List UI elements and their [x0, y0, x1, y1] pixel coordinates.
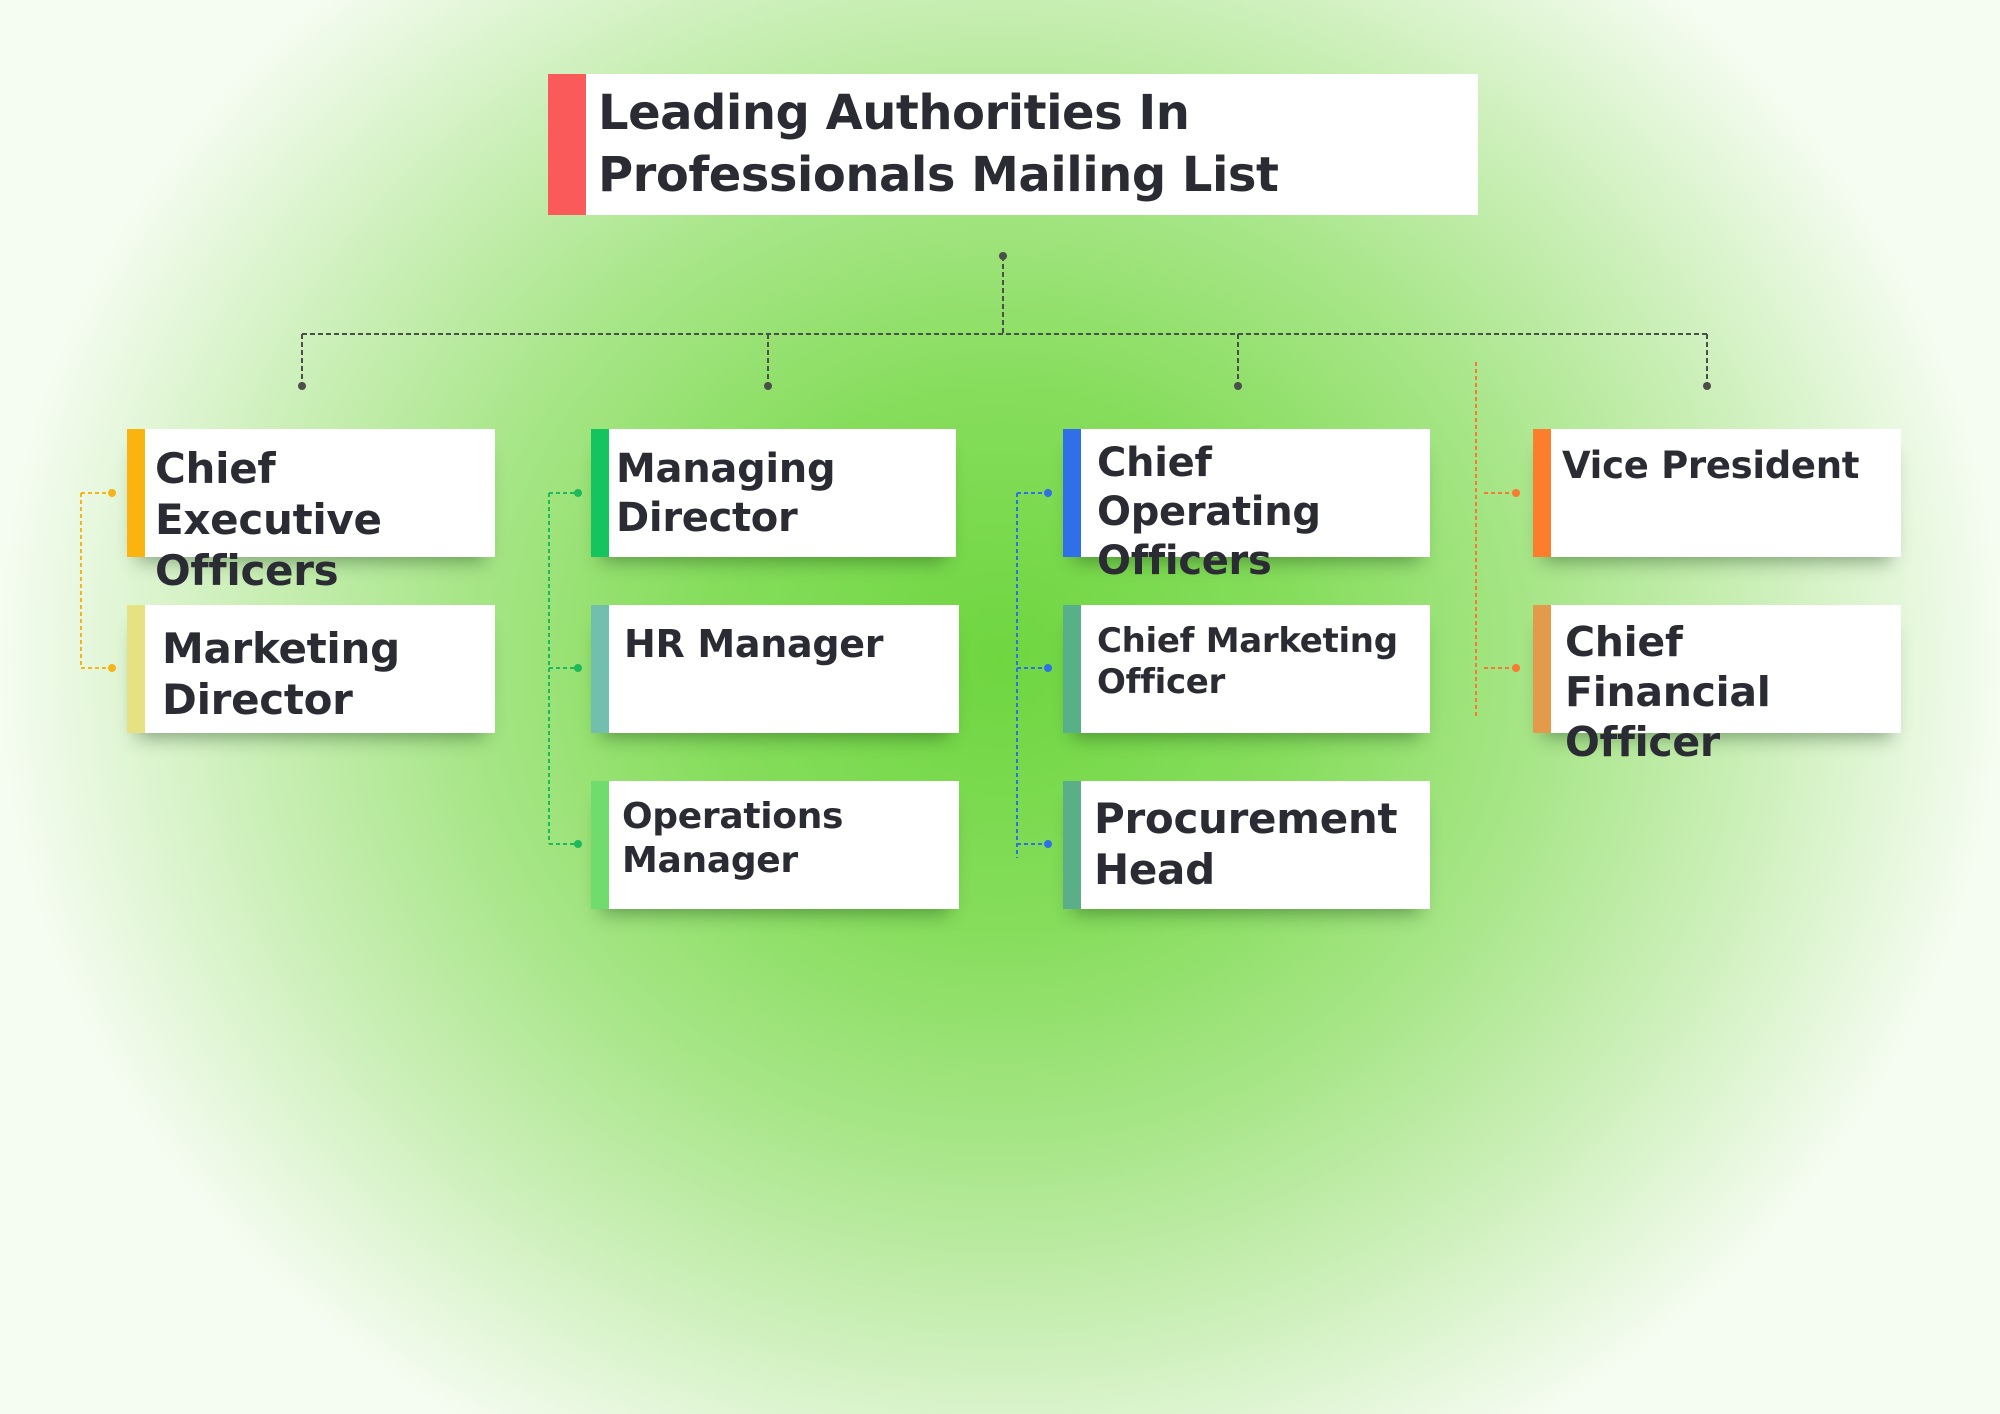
node-chief-financial-officer: Chief Financial Officer	[1533, 605, 1901, 766]
node-marketing-director: Marketing Director	[127, 605, 495, 733]
node-label: Vice President	[1562, 444, 1860, 487]
connector-dot	[1512, 489, 1520, 497]
node-label: Chief Executive Officers	[155, 444, 382, 596]
branch-connector-dot	[1234, 382, 1242, 390]
title-accent-bar	[548, 74, 586, 215]
connector-dot	[1512, 664, 1520, 672]
connector-dot	[574, 489, 582, 497]
accent-bar	[591, 605, 609, 733]
accent-bar	[1533, 429, 1551, 557]
page-title: Leading Authorities In Professionals Mai…	[598, 85, 1279, 204]
connector-dot	[108, 489, 116, 497]
accent-bar	[1533, 605, 1551, 733]
node-chief-operating-officers: Chief Operating Officers	[1063, 429, 1430, 584]
branch-connector-dot	[298, 382, 306, 390]
node-chief-marketing-officer: Chief Marketing Officer	[1063, 605, 1430, 733]
root-connector-dot	[999, 252, 1007, 260]
connector-dot	[574, 840, 582, 848]
node-vice-president: Vice President	[1533, 429, 1901, 557]
connector-dot	[574, 664, 582, 672]
node-hr-manager: HR Manager	[591, 605, 959, 733]
connector-dot	[1044, 840, 1052, 848]
accent-bar	[1063, 781, 1081, 909]
node-label: Chief Operating Officers	[1097, 440, 1321, 584]
node-managing-director: Managing Director	[591, 429, 956, 557]
accent-bar	[127, 605, 145, 733]
node-label: HR Manager	[624, 622, 884, 666]
node-label: Managing Director	[616, 446, 836, 541]
connector-dot	[1044, 489, 1052, 497]
node-chief-executive-officers: Chief Executive Officers	[127, 429, 495, 595]
node-label: Procurement Head	[1094, 794, 1398, 895]
node-label: Marketing Director	[162, 624, 400, 725]
node-label: Operations Manager	[622, 796, 844, 881]
connector-dot	[1044, 664, 1052, 672]
accent-bar	[591, 429, 609, 557]
accent-bar	[1063, 429, 1081, 557]
node-operations-manager: Operations Manager	[591, 781, 959, 909]
title-box: Leading Authorities In Professionals Mai…	[548, 74, 1478, 215]
accent-bar	[591, 781, 609, 909]
node-label: Chief Financial Officer	[1565, 618, 1771, 767]
connector-dot	[108, 664, 116, 672]
branch-connector-dot	[764, 382, 772, 390]
accent-bar	[1063, 605, 1081, 733]
node-label: Chief Marketing Officer	[1097, 621, 1398, 703]
node-procurement-head: Procurement Head	[1063, 781, 1430, 909]
branch-connector-dot	[1703, 382, 1711, 390]
accent-bar	[127, 429, 145, 557]
